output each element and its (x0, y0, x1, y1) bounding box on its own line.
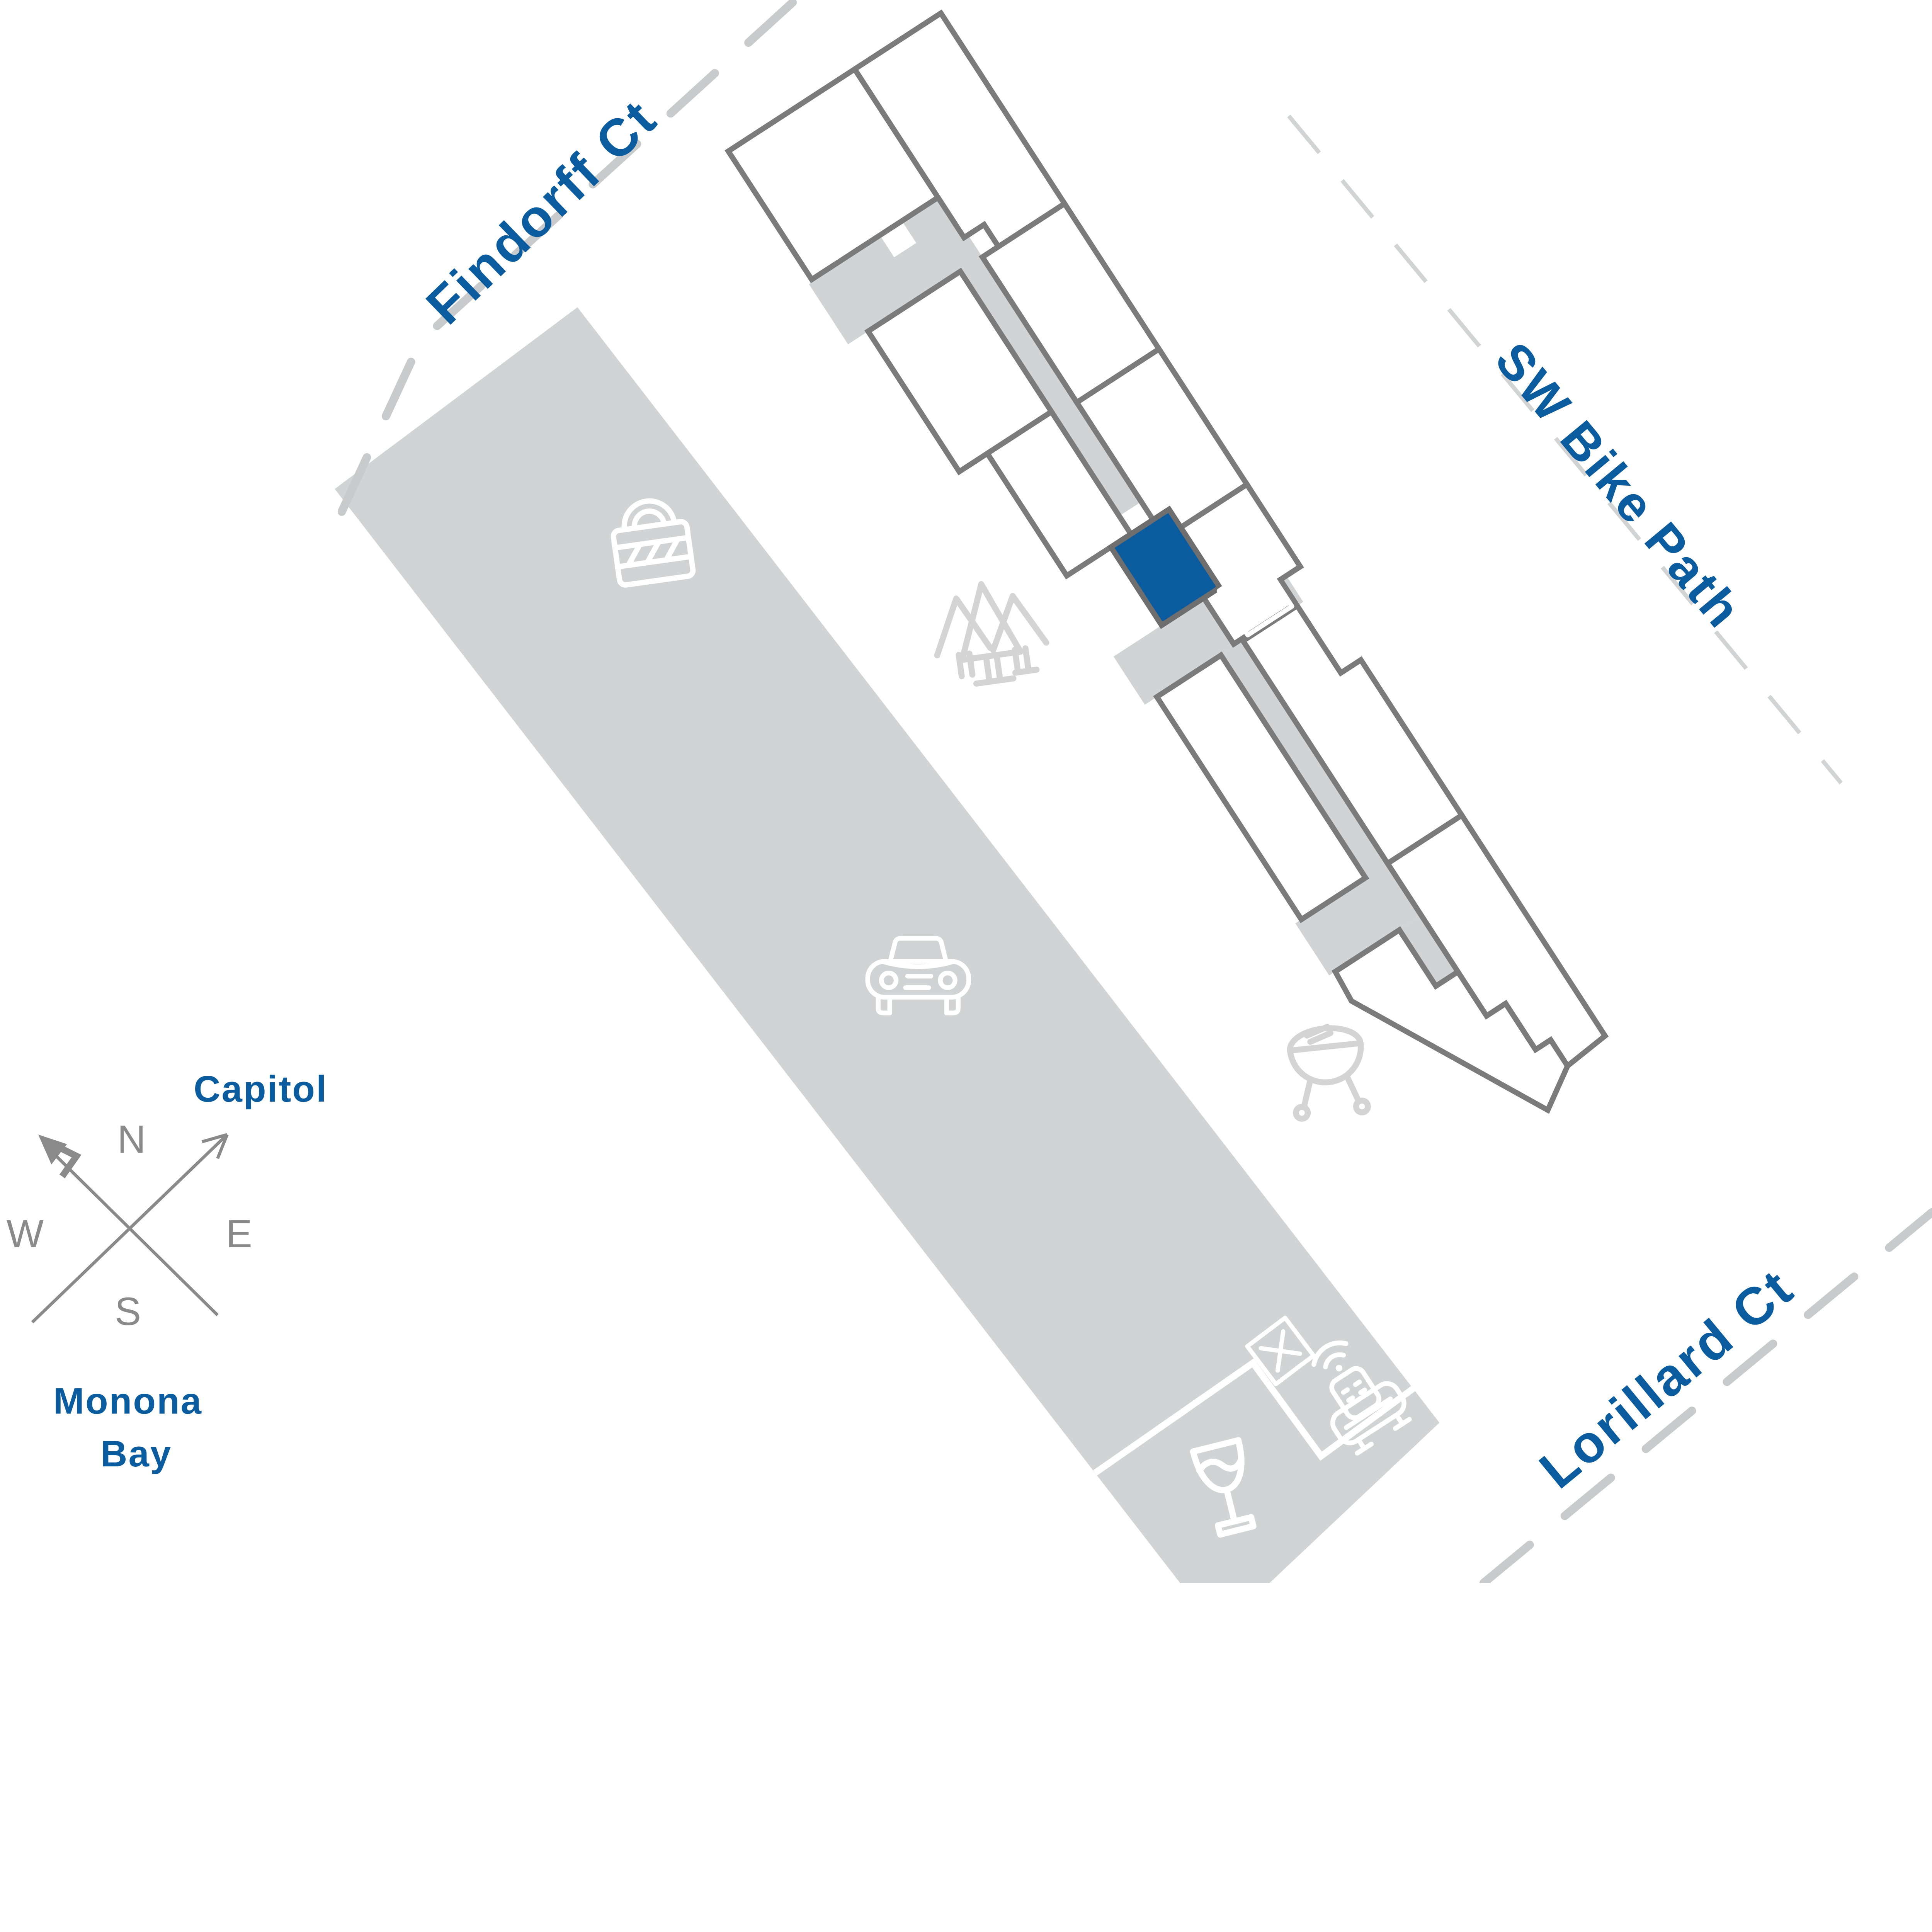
findorff-street-label: Findorff Ct (415, 88, 668, 335)
parking-strip (335, 307, 1440, 1583)
compass: N W E S (7, 1117, 252, 1334)
lorillard-street-line (1479, 1208, 1932, 1583)
compass-nw-arrowhead-icon (38, 1134, 67, 1165)
findorff-street-line (335, 0, 797, 521)
bike-path-line (1287, 114, 1843, 785)
storage-lock-icon (611, 498, 696, 588)
wine-glass-icon (1190, 1437, 1257, 1538)
amenity-divider-lines (1093, 1358, 1418, 1476)
unit-bottom-right (1384, 811, 1609, 1070)
corridor-entrance-notch (881, 223, 917, 257)
compass-east-label: E (226, 1212, 252, 1256)
corridor-entrance (809, 197, 983, 345)
unit-left-4 (1153, 651, 1369, 923)
compass-ne-arrowhead-icon (201, 1133, 229, 1159)
bike-path-label: SW Bike Path (1485, 332, 1753, 639)
corridor-south-arm (1295, 863, 1422, 976)
corridor-dead-end (1399, 915, 1458, 986)
lorillard-street-label: Lorillard Ct (1529, 1257, 1804, 1499)
building (724, 9, 1609, 1114)
corridor-spine-upper (959, 255, 1141, 516)
site-plan-map: Findorff Ct SW Bike Path Lorillard Ct N … (6, 0, 1932, 1583)
compass-nw-chevron-icon (53, 1142, 82, 1179)
grill-icon (1287, 1024, 1371, 1122)
compass-nw-line (54, 1153, 219, 1316)
corridor-spine-lower (1221, 641, 1392, 884)
selected-unit[interactable] (1107, 505, 1224, 629)
unit-right-4 (1161, 481, 1304, 648)
monona-bay-label-line1: Monona (53, 1381, 202, 1422)
compass-west-label: W (7, 1212, 44, 1256)
lounge-chair-wifi-icon (1311, 1340, 1412, 1456)
compass-north-label: N (117, 1117, 146, 1162)
trees-icon (934, 581, 1049, 687)
wifi-dot (1335, 1364, 1343, 1372)
monona-bay-label-line2: Bay (100, 1433, 172, 1475)
elevator-x-icon (1216, 560, 1294, 638)
compass-south-label: S (115, 1289, 141, 1333)
elevator-x-icon (1245, 1315, 1316, 1386)
unit-left-3 (983, 408, 1135, 580)
capitol-label: Capitol (194, 1068, 328, 1110)
parking-car-icon (865, 936, 971, 1015)
